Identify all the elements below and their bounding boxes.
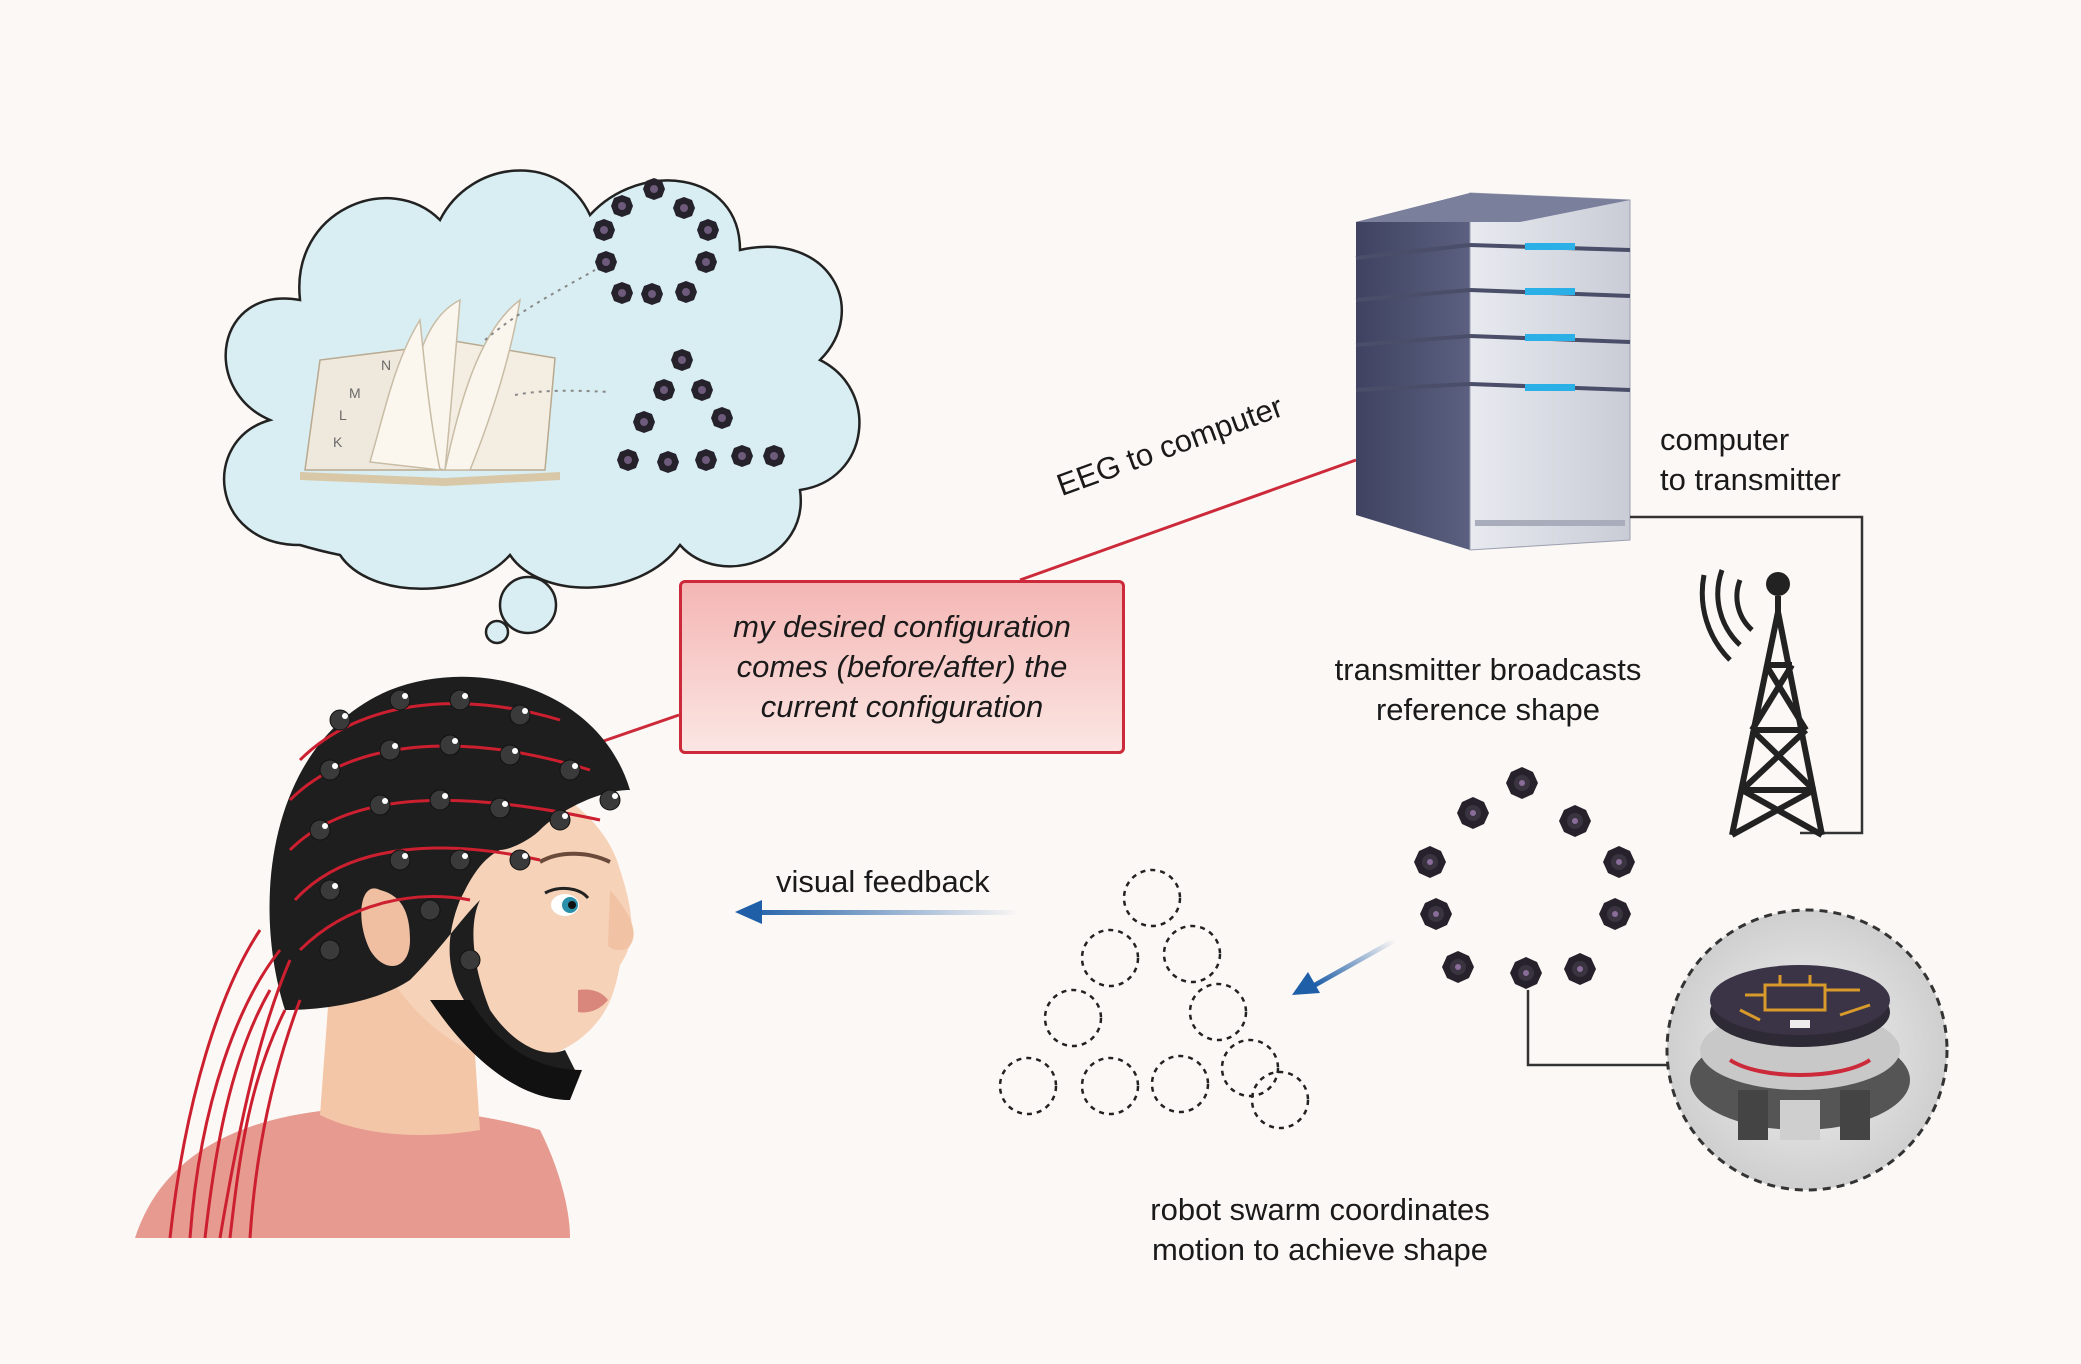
- swarm-motion-arrow: [1292, 937, 1397, 995]
- swarm-label: robot swarm coordinates motion to achiev…: [1130, 1190, 1510, 1270]
- robot-swarm-ring: [1414, 767, 1635, 989]
- transmitter-line-2: reference shape: [1375, 692, 1601, 727]
- computer-to-transmitter-label: computer to transmitter: [1660, 420, 1841, 500]
- thought-line-1: my desired configuration: [733, 609, 1071, 644]
- visual-feedback-arrow: [735, 900, 1020, 924]
- thought-bubble-large: [498, 575, 558, 635]
- book-letter-l: L: [339, 407, 347, 423]
- computer-transmitter-wire: [1630, 515, 1864, 835]
- eeg-head-illustration: [135, 676, 634, 1239]
- head-link-line: [591, 713, 680, 747]
- transmitter-line-1: transmitter broadcasts: [1334, 652, 1642, 687]
- thought-line-2: comes (before/after) the: [736, 649, 1068, 684]
- transmitter-tower-icon: [1699, 569, 1825, 838]
- swarm-line-2: motion to achieve shape: [1151, 1232, 1489, 1267]
- target-formation-triangle: [998, 868, 1310, 1130]
- thought-bubble-small: [484, 619, 510, 645]
- swarm-line-1: robot swarm coordinates: [1150, 1192, 1490, 1227]
- visual-feedback-label: visual feedback: [776, 864, 990, 899]
- computer-to-transmitter-line-1: computer: [1660, 422, 1790, 457]
- transmitter-label: transmitter broadcasts reference shape: [1318, 650, 1658, 730]
- eeg-link-line: [1019, 458, 1357, 582]
- server-icon: [1355, 192, 1631, 551]
- thought-line-3: current configuration: [760, 689, 1044, 724]
- book-icon: N M L K: [300, 298, 560, 486]
- thought-callout: my desired configuration comes (before/a…: [679, 580, 1125, 754]
- computer-to-transmitter-line-2: to transmitter: [1660, 462, 1841, 497]
- book-letter-m: M: [349, 385, 361, 401]
- book-letter-k: K: [333, 434, 343, 450]
- dotted-connector: [514, 389, 611, 396]
- robot-detail-connector: [1526, 990, 1670, 1067]
- book-letter-n: N: [381, 357, 391, 373]
- robot-detail-circle: [1665, 908, 1949, 1192]
